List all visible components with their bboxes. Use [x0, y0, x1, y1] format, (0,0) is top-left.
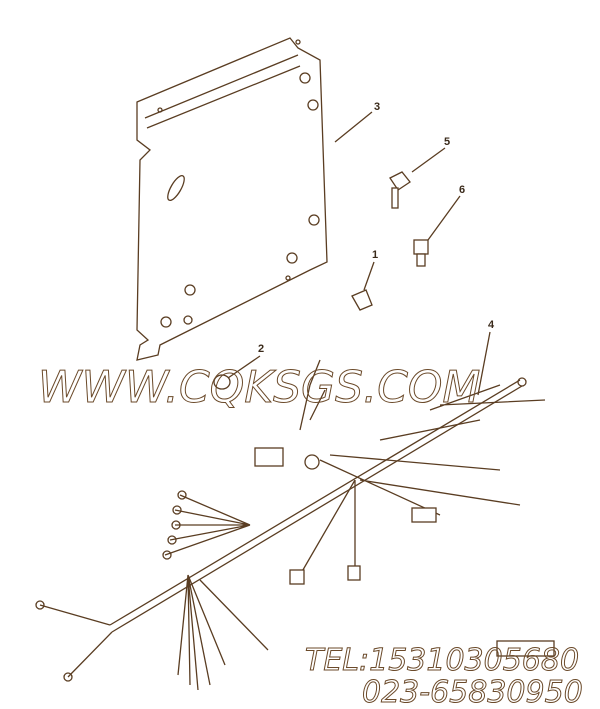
clamp-2 [213, 374, 231, 390]
label-plate [496, 640, 555, 657]
callout-6: 6 [459, 184, 465, 196]
callout-4: 4 [488, 319, 495, 331]
fitting-5 [389, 171, 411, 209]
watermark-site: WWW.CQKSGS.COM [38, 362, 480, 413]
fitting-6 [413, 239, 429, 267]
callout-2: 2 [258, 343, 264, 355]
mounting-plate [136, 37, 328, 361]
elbow-1 [351, 289, 373, 311]
watermark-tel: TEL:15310305680 [305, 643, 579, 678]
callout-leaders [227, 111, 491, 396]
callout-3: 3 [374, 101, 380, 113]
callout-5: 5 [444, 136, 450, 148]
callout-1: 1 [372, 249, 378, 261]
wiring-harness [35, 359, 546, 691]
watermark-phone: 023-65830950 [362, 675, 583, 709]
